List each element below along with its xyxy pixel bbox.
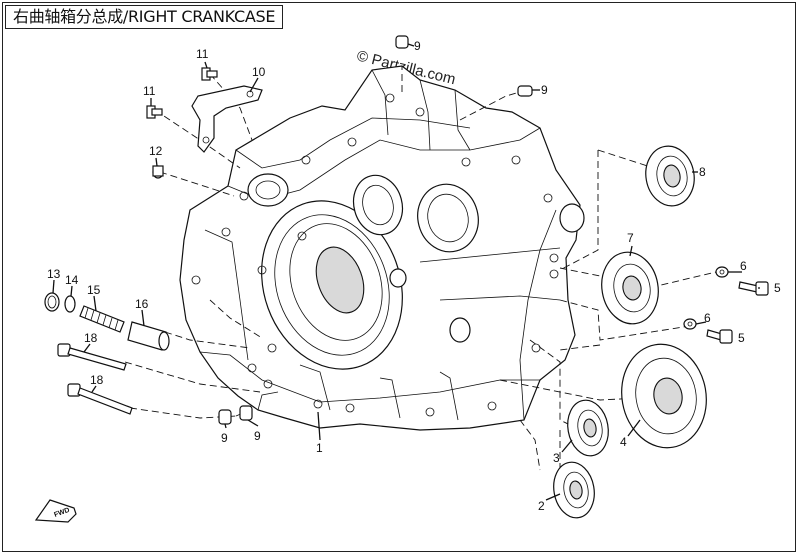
callout-11-lower: 11 bbox=[143, 84, 156, 98]
callout-9-lower-left: 9 bbox=[221, 431, 228, 445]
callout-3: 3 bbox=[553, 451, 560, 465]
sleeve-part-16[interactable] bbox=[127, 321, 170, 351]
callout-9-top: 9 bbox=[414, 39, 421, 53]
washer-part-6-lower[interactable] bbox=[683, 318, 697, 330]
callout-labels: 1 2 3 4 5 5 6 6 7 8 9 9 9 9 10 11 11 12 … bbox=[47, 39, 781, 513]
bearing-part-7[interactable] bbox=[596, 248, 664, 329]
callout-18-upper: 18 bbox=[84, 331, 98, 345]
callout-13: 13 bbox=[47, 267, 61, 281]
callout-15: 15 bbox=[87, 283, 101, 297]
callout-7: 7 bbox=[627, 231, 634, 245]
callout-6-lower: 6 bbox=[704, 311, 711, 325]
crankcase-body[interactable] bbox=[179, 65, 585, 431]
callout-9-right: 9 bbox=[541, 83, 548, 97]
bolt-part-11-upper[interactable] bbox=[201, 67, 218, 81]
dowel-part-9-top[interactable] bbox=[395, 35, 409, 49]
callout-8: 8 bbox=[699, 165, 706, 179]
bearing-part-4[interactable] bbox=[614, 337, 715, 454]
washer-part-14[interactable] bbox=[64, 295, 76, 313]
leader-lines bbox=[52, 43, 760, 501]
forward-arrow-icon: FWD bbox=[34, 499, 77, 523]
dowel-part-9-right[interactable] bbox=[517, 85, 533, 97]
spring-part-15[interactable] bbox=[79, 305, 125, 333]
diagram-title: 右曲轴箱分总成/RIGHT CRANKCASE bbox=[5, 5, 284, 29]
long-bolt-part-18-upper[interactable] bbox=[57, 343, 127, 371]
callout-16: 16 bbox=[135, 297, 149, 311]
callout-4: 4 bbox=[620, 435, 627, 449]
callout-5-upper: 5 bbox=[774, 281, 781, 295]
callout-11-upper: 11 bbox=[196, 47, 209, 61]
bearing-part-2[interactable] bbox=[549, 459, 598, 521]
bolt-part-5-lower[interactable] bbox=[706, 329, 733, 344]
callout-2: 2 bbox=[538, 499, 545, 513]
bracket-part-10[interactable] bbox=[191, 85, 263, 153]
callout-1: 1 bbox=[316, 441, 323, 455]
callout-18-lower: 18 bbox=[90, 373, 104, 387]
dowel-part-9-lower-right[interactable] bbox=[239, 405, 253, 421]
callout-5-lower: 5 bbox=[738, 331, 745, 345]
bolt-part-11-lower[interactable] bbox=[146, 105, 163, 119]
dowel-part-9-lower-left[interactable] bbox=[218, 409, 232, 425]
callout-9-lower-right: 9 bbox=[254, 429, 261, 443]
callout-6-upper: 6 bbox=[740, 259, 747, 273]
callout-14: 14 bbox=[65, 273, 79, 287]
callout-12: 12 bbox=[149, 144, 163, 158]
long-bolt-part-18-lower[interactable] bbox=[67, 383, 133, 415]
bearing-part-3[interactable] bbox=[563, 397, 612, 459]
circlip-part-13[interactable] bbox=[44, 292, 60, 312]
dowel-part-12[interactable] bbox=[152, 165, 164, 179]
callout-10: 10 bbox=[252, 65, 266, 79]
bearing-part-8[interactable] bbox=[641, 142, 699, 209]
washer-part-6-upper[interactable] bbox=[715, 266, 729, 278]
bolt-part-5-upper[interactable] bbox=[738, 281, 769, 296]
